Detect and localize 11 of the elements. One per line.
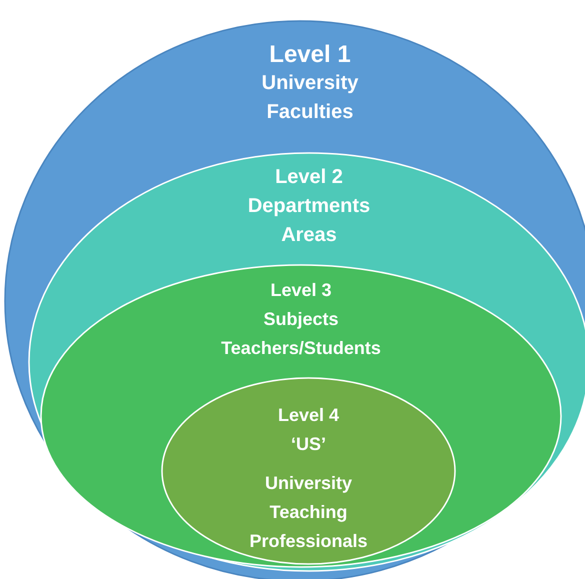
level-description: University Teaching Professionals <box>248 472 369 553</box>
level-description: Departments Areas <box>246 194 372 248</box>
level-description: ‘US’ <box>290 433 327 456</box>
level-heading: Level 3 <box>269 279 333 302</box>
level-description: Subjects Teachers/Students <box>220 308 382 360</box>
level-ellipse <box>161 377 456 565</box>
level-description: University Faculties <box>260 71 360 125</box>
level-heading: Level 2 <box>274 165 344 190</box>
level-heading: Level 4 <box>276 404 340 427</box>
level-heading: Level 1 <box>268 40 352 69</box>
level-ellipse <box>40 264 562 568</box>
